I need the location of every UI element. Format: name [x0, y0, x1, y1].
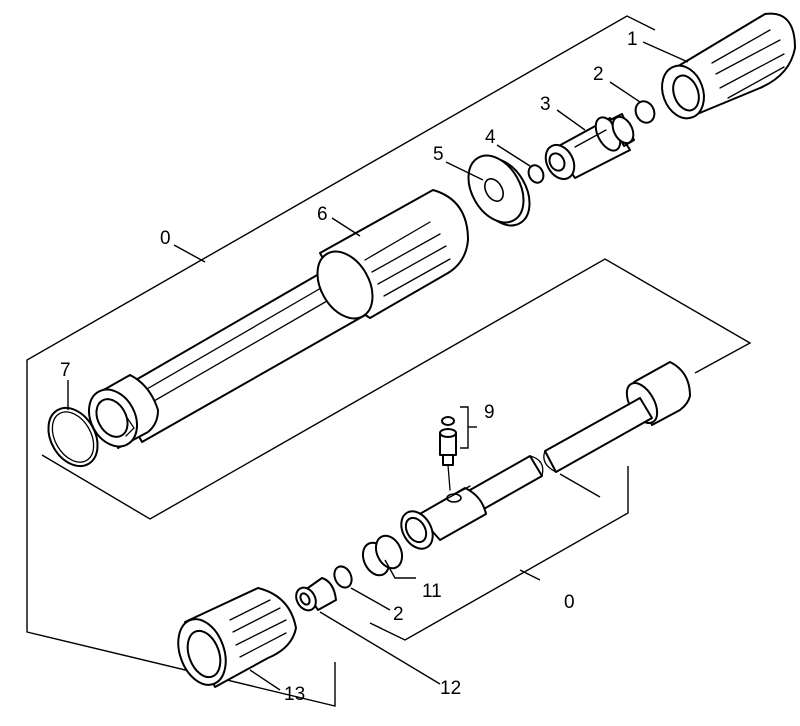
callout-12: 12	[440, 678, 461, 699]
part-13-end-cap	[177, 587, 297, 688]
callout-7: 7	[60, 360, 71, 381]
callout-3: 3	[540, 94, 551, 115]
part-2-o-ring-top	[634, 100, 656, 124]
part-3-nozzle-insert	[544, 113, 635, 181]
callout-13: 13	[284, 684, 305, 705]
part-2-o-ring-bottom	[333, 565, 353, 589]
part-9-pin-screw	[439, 416, 457, 491]
lance-pipe	[400, 361, 691, 550]
part-5-washer	[467, 154, 531, 227]
part-6-lance-tube-grip	[88, 189, 469, 449]
callout-2-bottom: 2	[393, 604, 404, 625]
callout-0-top: 0	[160, 228, 171, 249]
leader-lines	[67, 41, 689, 691]
assembly-frame-inner-tick	[559, 473, 601, 498]
callout-0-bottom: 0	[564, 592, 575, 613]
callout-6: 6	[317, 204, 328, 225]
callout-4: 4	[485, 127, 496, 148]
callout-5: 5	[433, 144, 444, 165]
callout-2-top: 2	[593, 64, 604, 85]
lance-subassembly-frame	[369, 466, 629, 641]
part-1-nozzle-cap	[661, 12, 796, 120]
callout-1: 1	[627, 29, 638, 50]
part-11-o-ring-pair	[361, 534, 404, 577]
lance-subassembly-tick	[519, 569, 541, 581]
part-7-o-ring-large	[47, 406, 99, 468]
part-4-o-ring	[527, 164, 545, 184]
assembly-frame-lower-edge	[41, 258, 752, 520]
assembly-frame-outer	[26, 15, 656, 707]
callout-11: 11	[422, 581, 442, 602]
callout-9: 9	[484, 402, 495, 423]
part-12-threaded-fitting	[295, 577, 337, 612]
